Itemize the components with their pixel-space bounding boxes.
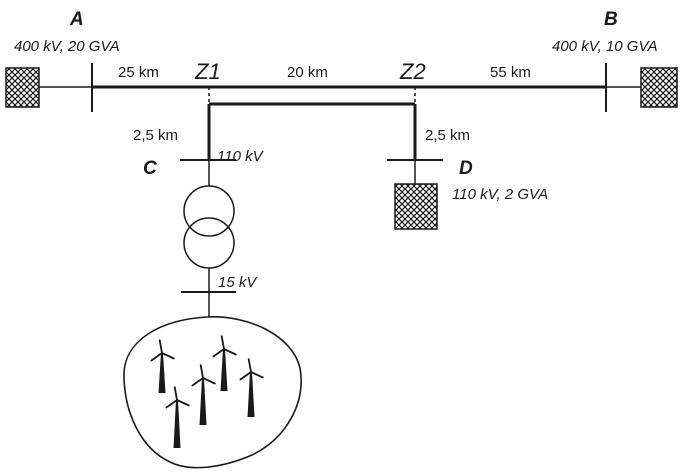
wind-turbine-icon xyxy=(150,339,175,393)
tap-z1-label: Z1 xyxy=(194,59,221,84)
wind-turbine-icon xyxy=(165,386,190,448)
node-c-label: C xyxy=(143,158,157,179)
distance-z2-b: 55 km xyxy=(490,64,531,81)
distance-a-z1: 25 km xyxy=(118,64,159,81)
node-c-voltage: 110 kV xyxy=(217,148,265,165)
wind-turbine-icon xyxy=(239,358,264,417)
grid-d-source xyxy=(394,183,438,230)
grid-a-source xyxy=(5,67,40,108)
lv-bus-voltage: 15 kV xyxy=(218,274,258,291)
grid-b-source xyxy=(640,67,678,108)
node-b-rating: 400 kV, 10 GVA xyxy=(552,38,658,55)
wind-turbine-icon xyxy=(212,335,237,391)
node-b-label: B xyxy=(604,9,618,30)
distance-z1-c: 2,5 km xyxy=(133,127,178,144)
distance-z2-d: 2,5 km xyxy=(425,127,470,144)
node-a-rating: 400 kV, 20 GVA xyxy=(14,38,120,55)
transformer-icon xyxy=(183,185,235,269)
distance-z1-z2: 20 km xyxy=(287,64,328,81)
tap-z2-label: Z2 xyxy=(399,59,426,84)
wind-turbines xyxy=(150,335,264,448)
node-d-label: D xyxy=(459,158,473,179)
wind-turbine-icon xyxy=(191,364,216,425)
node-a-label: A xyxy=(69,9,84,30)
node-d-rating: 110 kV, 2 GVA xyxy=(452,186,548,203)
wind-farm-boundary xyxy=(123,316,302,469)
